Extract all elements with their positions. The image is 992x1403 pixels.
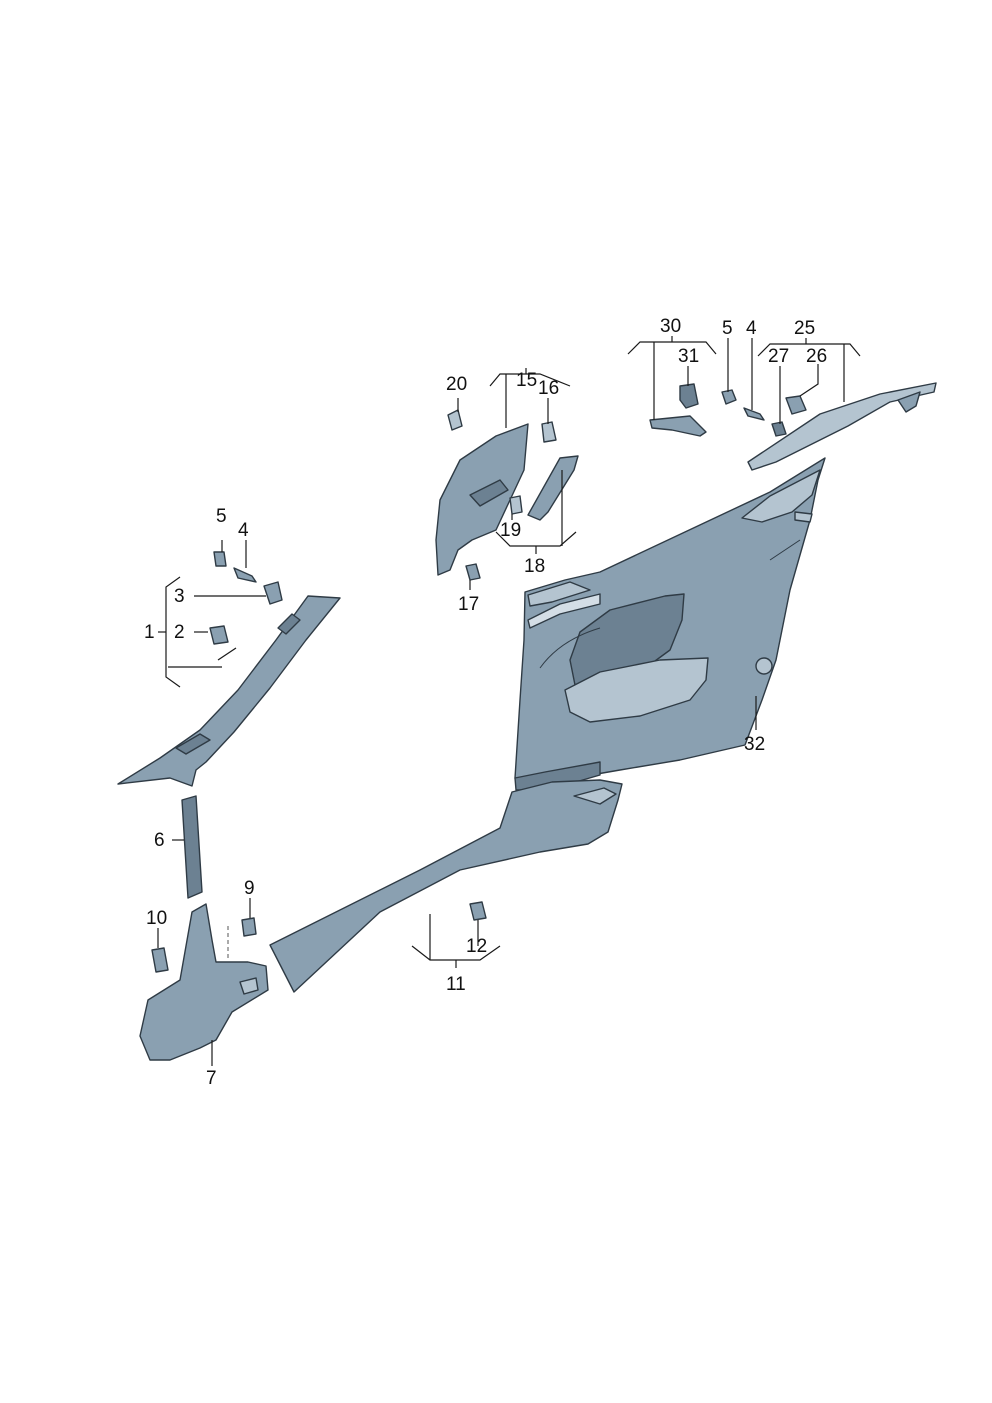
bolt-4-left bbox=[233, 567, 257, 583]
callout-19: 19 bbox=[500, 520, 521, 541]
callout-2: 2 bbox=[174, 622, 185, 643]
callout-7: 7 bbox=[206, 1068, 217, 1089]
pillar-trim-upper bbox=[435, 409, 557, 576]
callout-1: 1 bbox=[144, 622, 155, 643]
callout-26: 26 bbox=[806, 346, 827, 367]
rear-side-trim-panel bbox=[514, 457, 826, 791]
callout-16: 16 bbox=[538, 378, 559, 399]
callout-3: 3 bbox=[174, 586, 185, 607]
screw-9 bbox=[241, 917, 257, 937]
callout-4-left: 4 bbox=[238, 520, 249, 541]
callout-20: 20 bbox=[446, 374, 467, 395]
callout-17: 17 bbox=[458, 594, 479, 615]
callout-12: 12 bbox=[466, 936, 487, 957]
callout-18: 18 bbox=[524, 556, 545, 577]
clip-10 bbox=[151, 947, 169, 973]
clip-12 bbox=[469, 901, 487, 921]
callout-5-left: 5 bbox=[216, 506, 227, 527]
callout-10: 10 bbox=[146, 908, 167, 929]
callout-9: 9 bbox=[244, 878, 255, 899]
callout-6: 6 bbox=[154, 830, 165, 851]
bolt-4-right bbox=[743, 407, 765, 421]
callout-31: 31 bbox=[678, 346, 699, 367]
clip-20 bbox=[447, 409, 463, 431]
callout-27: 27 bbox=[768, 346, 789, 367]
bracket-30 bbox=[649, 383, 765, 437]
nut-5-right bbox=[721, 389, 737, 405]
lower-front-trim bbox=[139, 903, 269, 1061]
upper-rear-trim-strip bbox=[747, 382, 937, 471]
callout-4-right: 4 bbox=[746, 318, 757, 339]
clip-3 bbox=[263, 581, 283, 605]
spring-clip-27 bbox=[771, 421, 787, 437]
callout-15: 15 bbox=[516, 370, 537, 391]
callout-30: 30 bbox=[660, 316, 681, 337]
callout-32: 32 bbox=[744, 734, 765, 755]
clip-19 bbox=[509, 495, 523, 515]
sill-trim bbox=[269, 779, 623, 993]
a-pillar-trim bbox=[117, 551, 341, 787]
clip-2 bbox=[209, 625, 229, 645]
clip-31 bbox=[679, 383, 699, 409]
callout-11: 11 bbox=[446, 974, 466, 995]
callout-25: 25 bbox=[794, 318, 815, 339]
nut-5-left bbox=[213, 551, 227, 567]
screw-17 bbox=[465, 563, 481, 581]
leader-lines bbox=[157, 336, 861, 1066]
callout-labels: 1 2 3 4 5 6 7 9 10 11 12 15 16 17 18 19 … bbox=[144, 316, 827, 1089]
trim-clip-26 bbox=[785, 395, 807, 415]
clip-16 bbox=[541, 421, 557, 443]
trim-strip-18 bbox=[465, 455, 579, 581]
callout-5-right: 5 bbox=[722, 318, 733, 339]
strip-6 bbox=[181, 795, 203, 899]
